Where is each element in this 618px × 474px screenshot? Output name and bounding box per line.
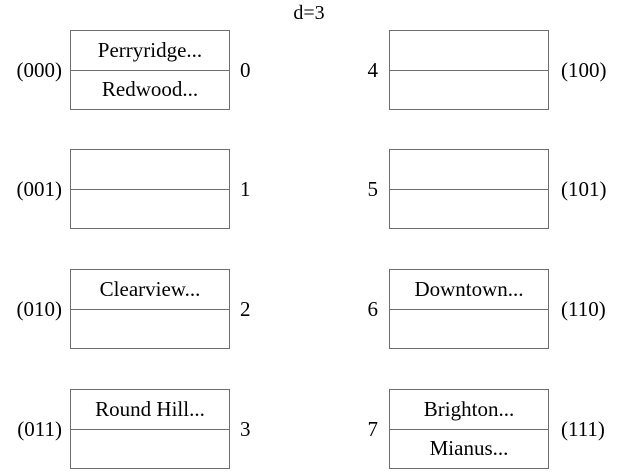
bucket-cell: Brighton... xyxy=(390,390,548,430)
bucket-cell xyxy=(390,190,548,229)
bucket-row: (000) Perryridge... Redwood... 0 4 (100) xyxy=(0,30,618,110)
bucket-cell: Downtown... xyxy=(390,270,548,310)
bucket-number: 0 xyxy=(240,57,251,82)
bucket-cell: Perryridge... xyxy=(71,31,229,71)
bucket-box-5 xyxy=(389,149,549,229)
bucket-box-6: Downtown... xyxy=(389,269,549,349)
bucket-number: 4 xyxy=(367,57,379,82)
bucket-cell xyxy=(390,310,548,349)
bucket-address-label: (011) xyxy=(17,416,62,441)
bucket-row: (011) Round Hill... 3 7 Brighton... Mian… xyxy=(0,389,618,469)
bucket-row: (010) Clearview... 2 6 Downtown... (110) xyxy=(0,269,618,349)
bucket-cell: Redwood... xyxy=(101,77,199,102)
bucket-number: 1 xyxy=(240,176,251,201)
bucket-address-label: (110) xyxy=(561,296,606,321)
bucket-cell: Mianus... xyxy=(429,436,509,461)
bucket-address-label: (111) xyxy=(561,416,605,441)
bucket-address-label: (000) xyxy=(16,57,63,82)
bucket-number: 2 xyxy=(240,296,251,321)
bucket-box-3: Round Hill... xyxy=(70,389,230,469)
bucket-cell xyxy=(71,150,229,190)
bucket-cell xyxy=(71,310,229,349)
bucket-cell xyxy=(71,190,229,229)
bucket-number: 3 xyxy=(240,416,251,441)
bucket-cell xyxy=(390,150,548,190)
bucket-box-1 xyxy=(70,149,230,229)
bucket-number: 6 xyxy=(367,296,379,321)
bucket-row: (001) 1 5 (101) xyxy=(0,149,618,229)
bucket-cell xyxy=(390,71,548,110)
diagram-title: d=3 xyxy=(293,2,325,24)
bucket-address-label: (101) xyxy=(561,176,607,201)
bucket-number: 7 xyxy=(367,416,379,441)
bucket-box-2: Clearview... xyxy=(70,269,230,349)
bucket-address-label: (100) xyxy=(561,57,607,82)
bucket-box-7: Brighton... Mianus... xyxy=(389,389,549,469)
bucket-box-0: Perryridge... Redwood... xyxy=(70,30,230,110)
bucket-cell xyxy=(71,430,229,469)
bucket-number: 5 xyxy=(367,176,379,201)
bucket-cell: Clearview... xyxy=(71,270,229,310)
bucket-box-4 xyxy=(389,30,549,110)
bucket-address-label: (001) xyxy=(16,176,63,201)
bucket-cell xyxy=(390,31,548,71)
bucket-address-label: (010) xyxy=(16,296,63,321)
bucket-cell: Round Hill... xyxy=(71,390,229,430)
